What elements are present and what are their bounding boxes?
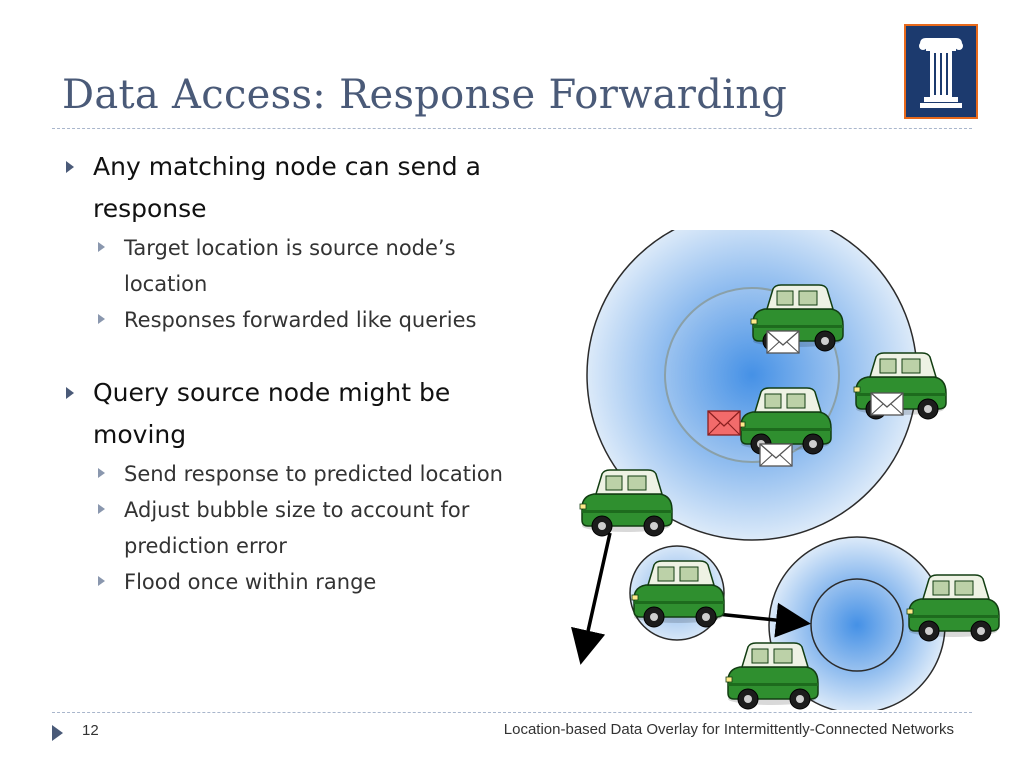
bullet-triangle-icon (66, 161, 74, 173)
sub-bullet-2-2: Adjust bubble size to account for predic… (62, 492, 582, 564)
sub-bullet-2-1: Send response to predicted location (62, 456, 582, 492)
sub-bullet-triangle-icon (98, 468, 105, 478)
bullet-1-line-2: response (93, 194, 207, 223)
sub-bullet-2-3-line-1: Flood once within range (124, 570, 377, 594)
footer-divider (52, 712, 972, 713)
page-number: 12 (82, 722, 99, 739)
footer-triangle-icon (52, 725, 63, 741)
sub-bullet-triangle-icon (98, 576, 105, 586)
movement-arrow-icon (571, 532, 612, 665)
slide-title: Data Access: Response Forwarding (62, 72, 788, 118)
sub-bullet-1-1: Target location is source node’s locatio… (62, 230, 582, 302)
illinois-column-icon (910, 30, 972, 113)
bullet-2: Query source node might be moving (62, 372, 582, 456)
sub-bullet-2-3: Flood once within range (62, 564, 582, 600)
sub-bullet-1-1-line-2: location (124, 272, 208, 296)
sub-bullet-1-2-line-1: Responses forwarded like queries (124, 308, 477, 332)
sub-bullet-1-2: Responses forwarded like queries (62, 302, 582, 338)
response-forwarding-diagram (571, 230, 1000, 710)
university-logo (904, 24, 978, 119)
sub-bullet-triangle-icon (98, 314, 105, 324)
envelope-icon (766, 330, 800, 354)
sub-bullet-2-2-line-2: prediction error (124, 534, 287, 558)
car-icon (579, 469, 673, 537)
car-icon (725, 642, 819, 710)
bullet-2-line-1: Query source node might be (93, 378, 451, 407)
envelope-icon (870, 392, 904, 416)
bullet-1: Any matching node can send a response (62, 146, 582, 230)
bullet-list: Any matching node can send a response Ta… (62, 146, 582, 600)
envelope-red-icon (707, 410, 741, 436)
bullet-1-line-1: Any matching node can send a (93, 152, 481, 181)
footer-text: Location-based Data Overlay for Intermit… (503, 721, 954, 738)
sub-bullet-1-1-line-1: Target location is source node’s (124, 236, 456, 260)
envelope-icon (759, 443, 793, 467)
sub-bullet-2-2-line-1: Adjust bubble size to account for (124, 498, 470, 522)
sub-bullet-triangle-icon (98, 504, 105, 514)
title-divider (52, 128, 972, 129)
response-arrow-icon (716, 602, 811, 638)
sub-bullet-triangle-icon (98, 242, 105, 252)
response-bubble-inner (810, 578, 904, 672)
bullet-2-line-2: moving (93, 420, 187, 449)
bullet-triangle-icon (66, 387, 74, 399)
sub-bullet-2-1-line-1: Send response to predicted location (124, 462, 503, 486)
